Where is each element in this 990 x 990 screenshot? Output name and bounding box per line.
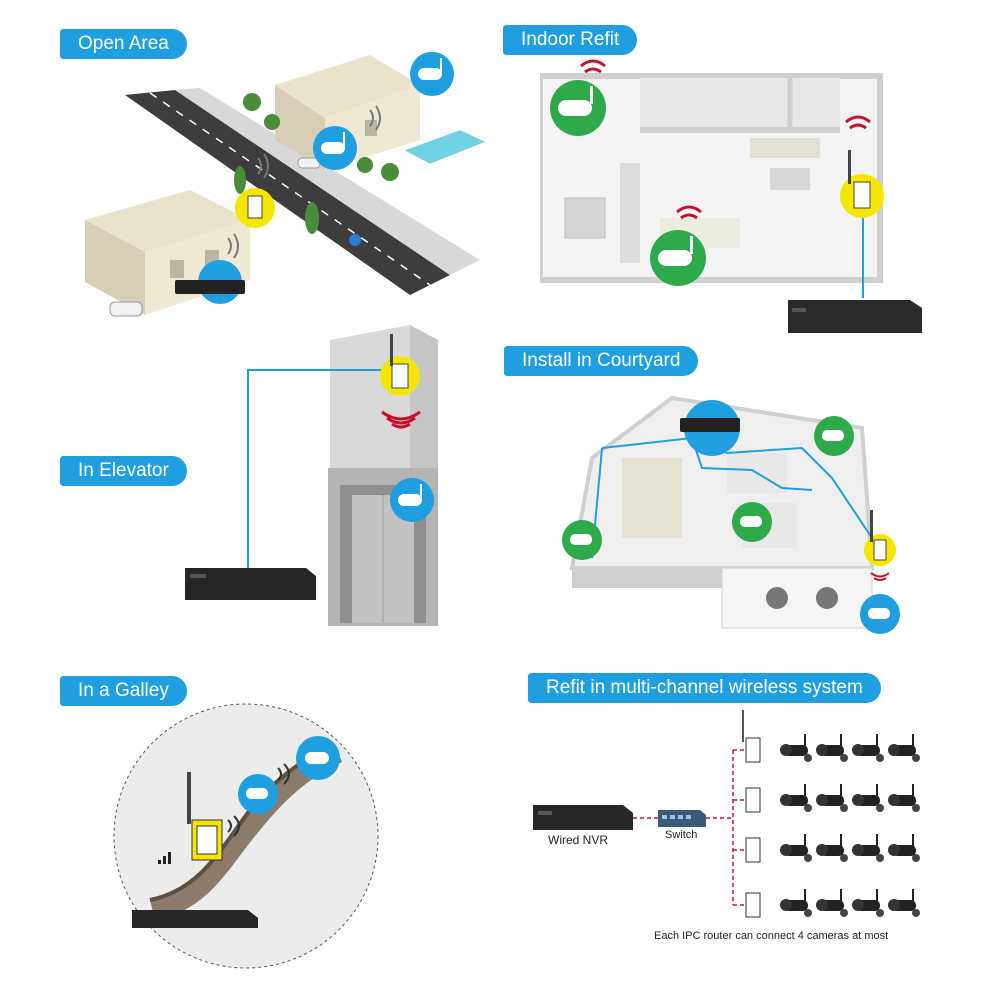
install-courtyard-illustration <box>552 378 902 640</box>
camera-icon <box>732 502 772 542</box>
indoor-refit-illustration <box>540 58 940 340</box>
multi-channel-title: Refit in multi-channel wireless system <box>528 673 881 703</box>
router-capacity-note: Each IPC router can connect 4 cameras at… <box>654 930 889 942</box>
camera-icon <box>390 478 434 522</box>
open-area-title: Open Area <box>60 29 187 59</box>
router-icon <box>745 837 761 863</box>
in-elevator-title: In Elevator <box>60 456 187 486</box>
camera-icon <box>888 889 920 917</box>
camera-icon <box>888 834 920 862</box>
camera-icon <box>888 734 920 762</box>
nvr-icon <box>680 400 740 456</box>
switch-label: Switch <box>665 829 698 841</box>
camera-icon <box>780 784 812 812</box>
camera-icon <box>852 734 884 762</box>
camera-icon <box>550 80 606 136</box>
router-icon <box>745 787 761 813</box>
camera-icon <box>780 834 812 862</box>
camera-icon <box>814 416 854 456</box>
wifi-signal-icon <box>580 59 871 220</box>
router-icon <box>745 737 761 763</box>
wired-nvr-label: Wired NVR <box>548 833 609 847</box>
camera-icon <box>562 520 602 560</box>
nvr-icon <box>175 260 245 304</box>
camera-icon <box>816 834 848 862</box>
in-galley-illustration <box>110 700 382 972</box>
in-elevator-illustration <box>180 320 450 630</box>
open-area-illustration <box>80 30 500 340</box>
router-icon <box>380 334 420 396</box>
camera-icon <box>852 889 884 917</box>
camera-icon <box>852 834 884 862</box>
camera-icon <box>410 52 454 96</box>
in-galley-title: In a Galley <box>60 676 187 706</box>
router-icon <box>187 772 223 861</box>
router-icon <box>864 510 896 566</box>
switch-icon <box>658 810 706 827</box>
camera-icon <box>860 594 900 634</box>
indoor-refit-title: Indoor Refit <box>503 25 638 55</box>
camera-icon <box>888 784 920 812</box>
camera-icon <box>313 126 357 170</box>
camera-icon <box>296 736 340 780</box>
camera-icon <box>816 784 848 812</box>
camera-icon <box>650 230 706 286</box>
wifi-signal-icon <box>158 852 171 864</box>
camera-icon <box>852 784 884 812</box>
install-courtyard-title: Install in Courtyard <box>504 346 699 376</box>
multi-channel-diagram: Wired NVR Switch Each IPC router can con… <box>528 705 948 955</box>
camera-icon <box>238 774 278 814</box>
camera-icon <box>816 734 848 762</box>
router-icon <box>235 188 275 228</box>
router-icon <box>745 892 761 918</box>
wifi-signal-icon <box>870 572 890 581</box>
camera-icon <box>780 889 812 917</box>
nvr-icon <box>533 805 633 830</box>
camera-icon <box>780 734 812 762</box>
wifi-signal-icon <box>381 410 421 429</box>
camera-icon <box>816 889 848 917</box>
router-icon <box>840 150 884 218</box>
